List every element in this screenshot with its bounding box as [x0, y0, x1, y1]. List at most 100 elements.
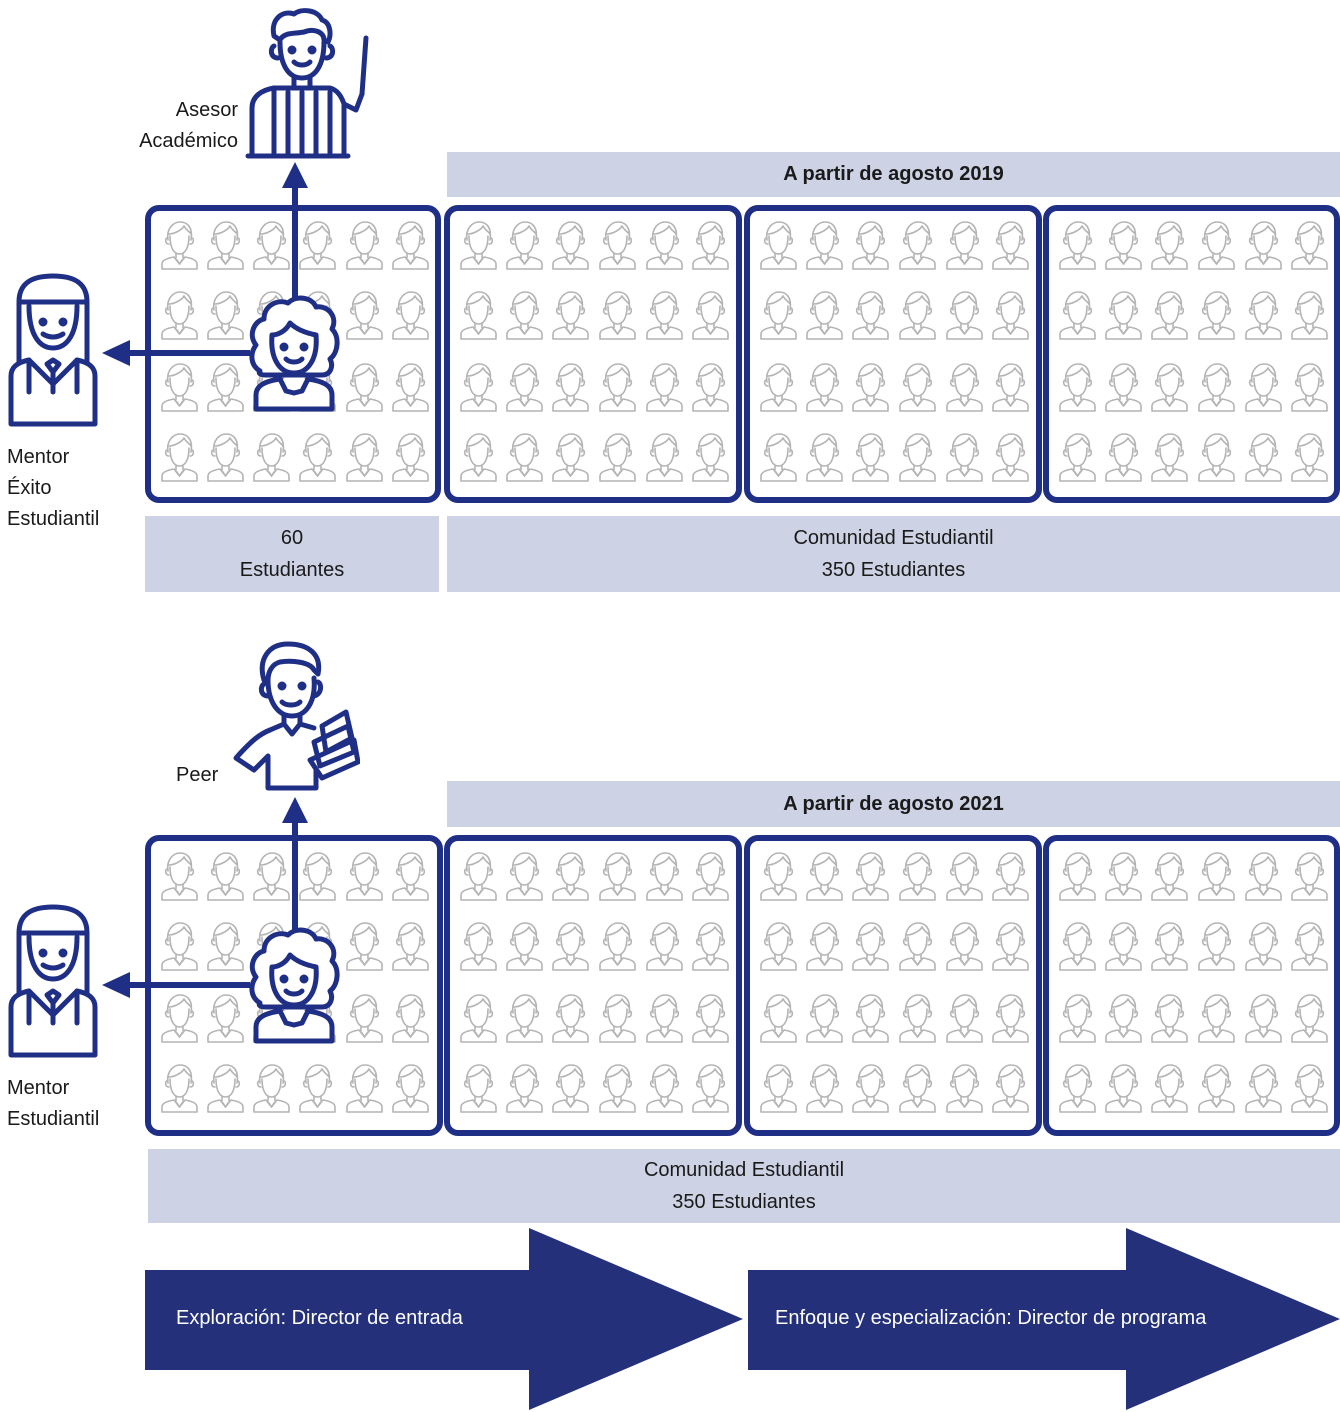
student-icon	[346, 1064, 383, 1113]
curly-hair-student-icon	[249, 927, 340, 1044]
arrow-left-icon	[102, 972, 250, 998]
student-icon	[346, 994, 383, 1043]
student-icon	[806, 291, 843, 340]
student-icon	[692, 291, 729, 340]
student-icon	[207, 291, 244, 340]
student-icon	[1291, 1064, 1328, 1113]
student-icon	[506, 363, 543, 412]
student-icon	[392, 221, 429, 270]
student-icon	[946, 922, 983, 971]
student-icon	[992, 291, 1029, 340]
student-icon	[1291, 994, 1328, 1043]
student-icon	[460, 852, 497, 901]
student-icon	[1198, 221, 1235, 270]
student-icon	[646, 291, 683, 340]
student-icon	[1105, 922, 1142, 971]
student-icon	[760, 994, 797, 1043]
student-icon	[552, 363, 589, 412]
student-icon	[552, 994, 589, 1043]
student-icon	[806, 221, 843, 270]
student-icon	[899, 994, 936, 1043]
section1-title-band: A partir de agosto 2019	[447, 152, 1340, 197]
student-icon	[1151, 221, 1188, 270]
student-icon	[599, 1064, 636, 1113]
student-icon	[852, 922, 889, 971]
student-icon	[1245, 291, 1282, 340]
student-icon	[806, 433, 843, 482]
student-icon	[346, 221, 383, 270]
student-icon	[1198, 363, 1235, 412]
mentor-success-label: Mentor Éxito Estudiantil	[7, 446, 100, 530]
student-icon	[392, 291, 429, 340]
peer-label: Peer	[176, 764, 219, 786]
student-icon	[299, 852, 336, 901]
student-icon	[760, 221, 797, 270]
advisor-label: Asesor Académico	[139, 99, 238, 152]
student-icon	[506, 852, 543, 901]
arrow-up-icon	[282, 797, 308, 935]
student-icon	[692, 1064, 729, 1113]
student-icon	[506, 1064, 543, 1113]
arrow-up-icon	[282, 162, 308, 300]
student-group-box	[1043, 835, 1340, 1136]
student-icon	[992, 1064, 1029, 1113]
student-icon	[946, 852, 983, 901]
student-icon	[1105, 363, 1142, 412]
student-icon	[599, 363, 636, 412]
student-icon	[946, 994, 983, 1043]
student-icon	[161, 433, 198, 482]
student-icon	[161, 291, 198, 340]
student-icon	[392, 994, 429, 1043]
student-icon	[806, 1064, 843, 1113]
student-icon	[760, 291, 797, 340]
student-icon	[392, 922, 429, 971]
student-icon	[1291, 291, 1328, 340]
student-icon	[992, 221, 1029, 270]
student-icon	[646, 433, 683, 482]
student-icon	[646, 221, 683, 270]
student-icon	[1291, 852, 1328, 901]
student-icon	[992, 922, 1029, 971]
stage-arrow-specialization	[748, 1228, 1340, 1410]
student-icon	[161, 1064, 198, 1113]
stage-label-specialization: Enfoque y especialización: Director de p…	[775, 1306, 1207, 1329]
student-icon	[760, 433, 797, 482]
stage-arrow-exploration	[145, 1228, 743, 1410]
mentor-student-label: Mentor Estudiantil	[7, 1077, 100, 1130]
student-icon	[1151, 363, 1188, 412]
student-icon	[1105, 433, 1142, 482]
student-icon	[392, 852, 429, 901]
student-icon	[1291, 363, 1328, 412]
student-icon	[1105, 221, 1142, 270]
section1-title: A partir de agosto 2019	[783, 163, 1004, 185]
student-icon	[806, 852, 843, 901]
student-icon	[1151, 852, 1188, 901]
section2-title: A partir de agosto 2021	[783, 792, 1004, 815]
student-icon	[207, 221, 244, 270]
student-icon	[599, 852, 636, 901]
student-icon	[992, 994, 1029, 1043]
student-icon	[253, 221, 290, 270]
student-icon	[946, 363, 983, 412]
student-icon	[692, 922, 729, 971]
student-icon	[646, 363, 683, 412]
student-icon	[692, 852, 729, 901]
student-icon	[552, 433, 589, 482]
student-icon	[899, 1064, 936, 1113]
student-icon	[1198, 852, 1235, 901]
student-icon	[207, 922, 244, 971]
student-icon	[1059, 994, 1096, 1043]
student-icon	[506, 433, 543, 482]
student-icon	[1105, 291, 1142, 340]
student-icon	[899, 221, 936, 270]
student-icon	[946, 433, 983, 482]
student-icon	[1059, 1064, 1096, 1113]
student-icon	[392, 363, 429, 412]
section1-right-caption: Comunidad Estudiantil 350 Estudiantes	[447, 516, 1340, 592]
student-icon	[852, 291, 889, 340]
student-icon	[1059, 922, 1096, 971]
student-icon	[1151, 291, 1188, 340]
student-icon	[760, 852, 797, 901]
student-icon	[692, 994, 729, 1043]
student-icon	[806, 363, 843, 412]
